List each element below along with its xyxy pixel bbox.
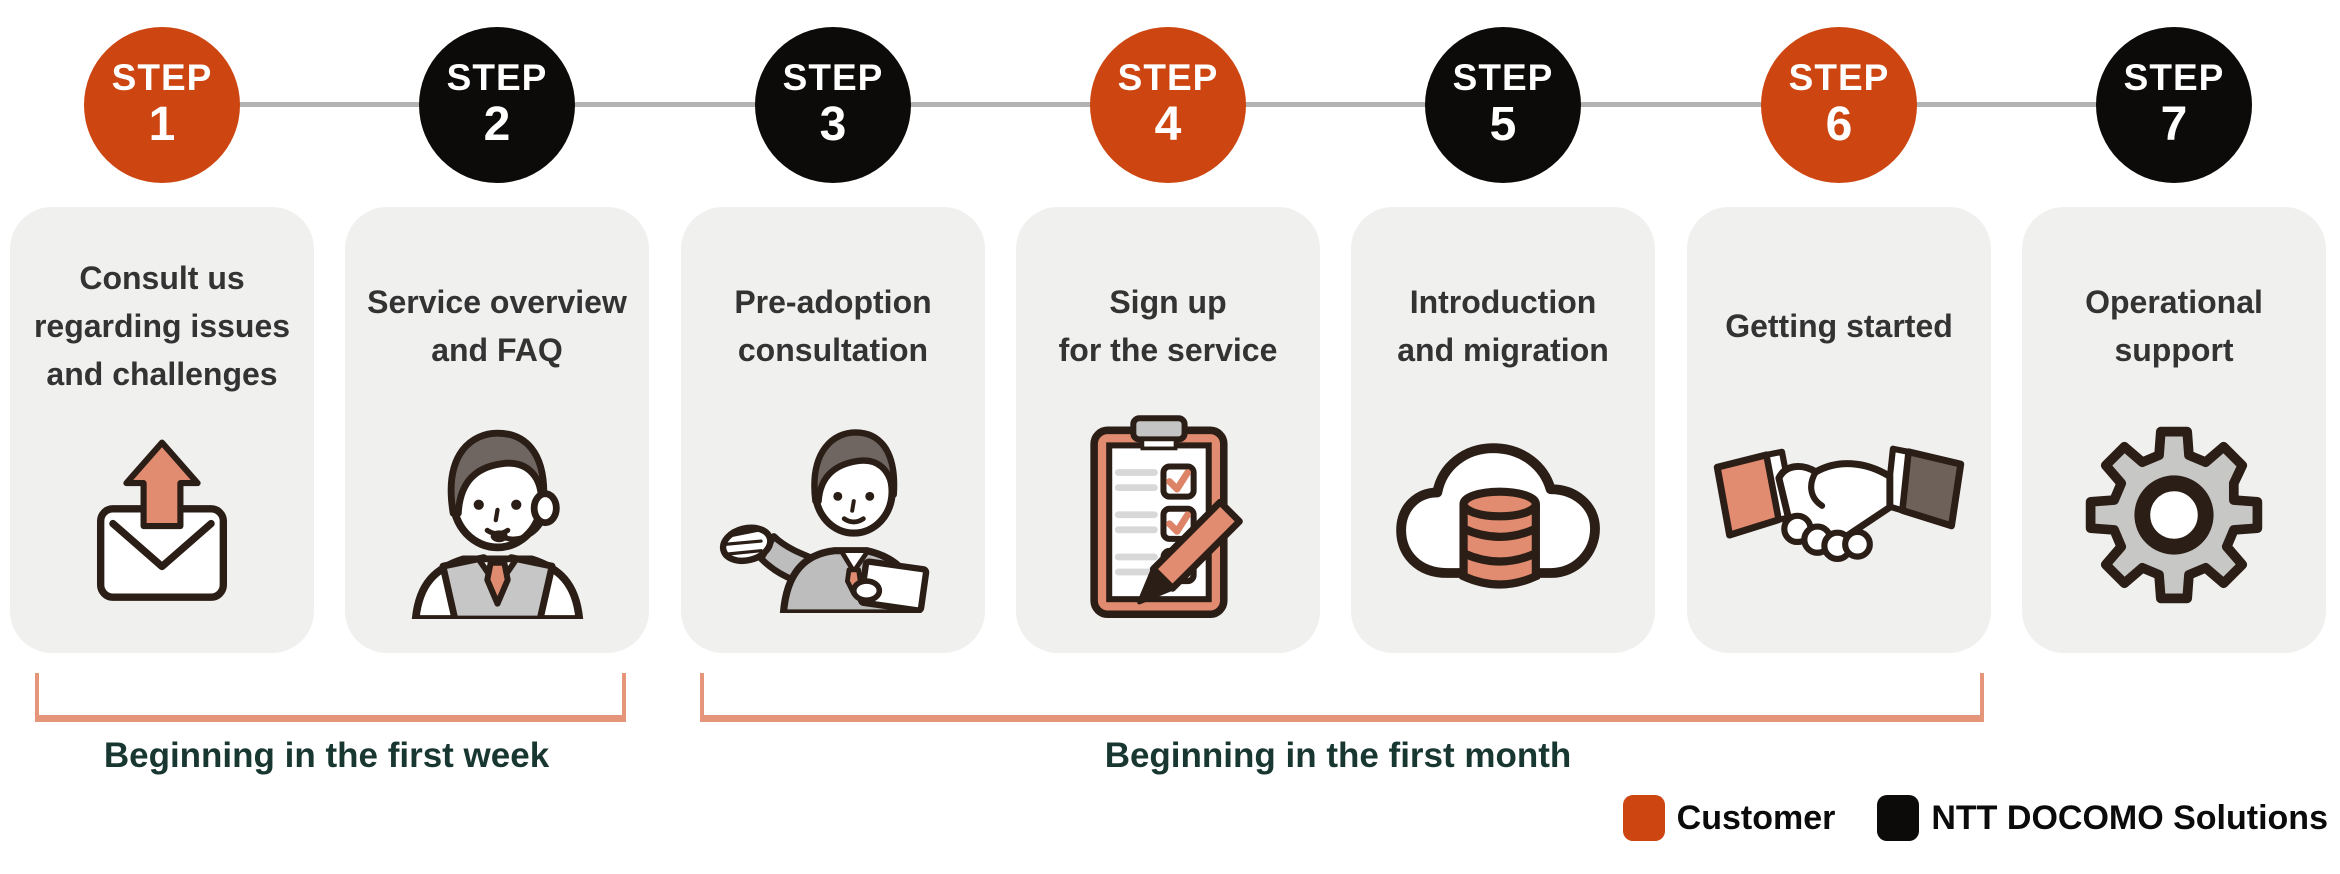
step-5-title: Introduction and migration [1397,284,1609,368]
provider-color-swatch [1877,795,1920,841]
first-month-bracket [700,673,1984,722]
step-7-badge: STEP 7 [2096,27,2252,183]
legend-item-customer: Customer [1622,795,1836,841]
step-number: 4 [1154,98,1182,152]
step-word: STEP [782,57,884,99]
envelope-upload-icon [10,405,314,653]
step-number: 7 [2160,98,2188,152]
first-week-label: Beginning in the first week [103,736,550,775]
step-number: 6 [1825,98,1853,152]
step-word: STEP [446,57,548,99]
legend-item-provider: NTT DOCOMO Solutions [1877,795,2328,841]
support-agent-icon [345,405,649,653]
step-1-card: Consult us regarding issues and challeng… [10,207,314,653]
step-number: 5 [1489,98,1517,152]
step-3-card: Pre-adoption consultation [681,207,985,653]
signup-clipboard-icon [1016,405,1320,653]
step-number: 1 [148,98,176,152]
handshake-icon [1687,405,1991,653]
step-7-card: Operational support [2022,207,2326,653]
step-2-title: Service overview and FAQ [367,284,627,368]
step-5-badge: STEP 5 [1425,27,1581,183]
step-number: 2 [483,98,511,152]
step-2-badge: STEP 2 [419,27,575,183]
customer-color-swatch [1622,795,1665,841]
step-3-badge: STEP 3 [755,27,911,183]
step-1-title: Consult us regarding issues and challeng… [33,260,291,392]
step-3-title: Pre-adoption consultation [734,284,932,368]
step-6-card: Getting started [1687,207,1991,653]
step-number: 3 [819,98,847,152]
step-2-card: Service overview and FAQ [345,207,649,653]
provider-legend-label: NTT DOCOMO Solutions [1931,798,2328,837]
step-4-title: Sign up for the service [1058,284,1278,368]
step-word: STEP [1452,57,1554,99]
step-6-title: Getting started [1725,308,1953,344]
consultant-icon [681,405,985,653]
step-word: STEP [1117,57,1219,99]
legend: Customer NTT DOCOMO Solutions [1622,795,2328,841]
step-word: STEP [111,57,213,99]
step-6-badge: STEP 6 [1761,27,1917,183]
step-7-title: Operational support [2085,284,2263,368]
customer-legend-label: Customer [1676,798,1836,837]
step-1-badge: STEP 1 [84,27,240,183]
step-5-card: Introduction and migration [1351,207,1655,653]
step-word: STEP [2123,57,2225,99]
step-4-badge: STEP 4 [1090,27,1246,183]
first-month-label: Beginning in the first month [1104,736,1572,775]
step-word: STEP [1788,57,1890,99]
first-week-bracket [35,673,626,722]
cloud-migration-icon [1351,405,1655,653]
step-4-card: Sign up for the service [1016,207,1320,653]
gear-icon [2022,405,2326,653]
